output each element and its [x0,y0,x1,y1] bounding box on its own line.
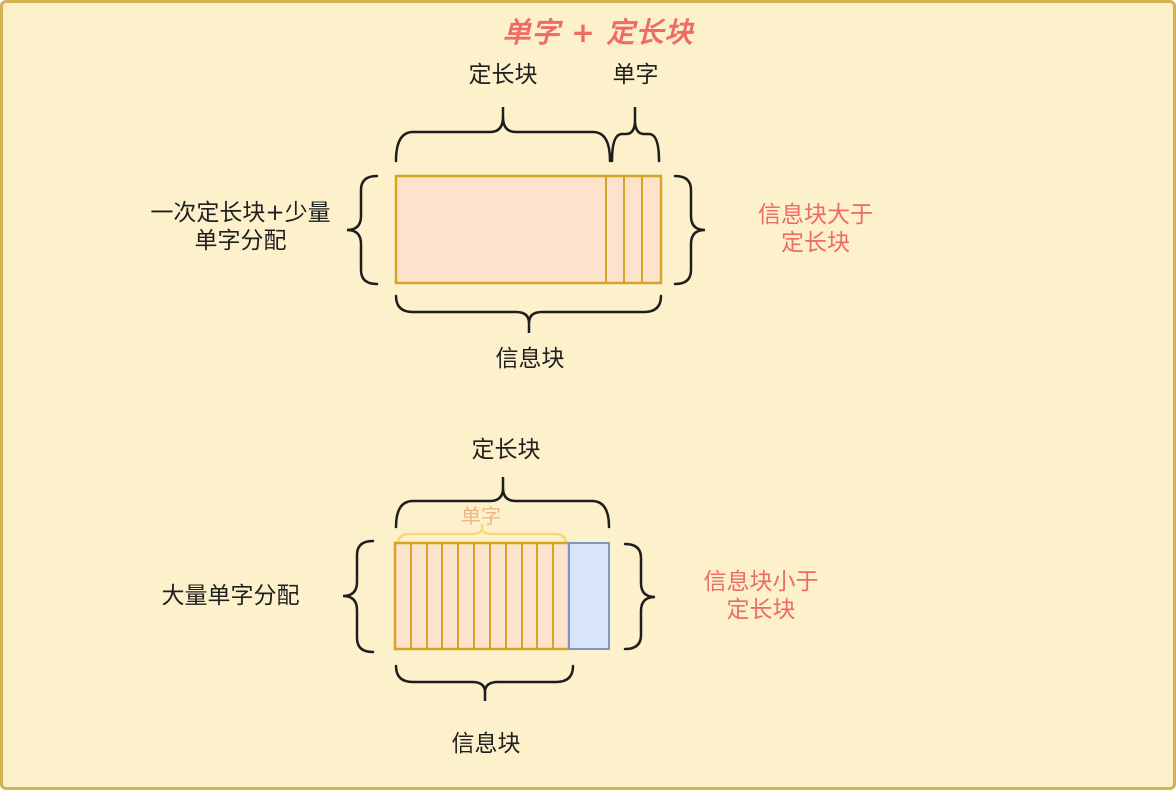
bottom-info-block-label: 信息块 [451,731,521,757]
top-right-brace [673,174,706,286]
bottom-unit-label: 单字 [461,504,501,528]
bottom-fixed-block-label: 定长块 [471,437,541,463]
top-left-brace [346,174,379,286]
top-left-annotation: 一次定长块+少量 单字分配 [108,199,373,255]
bottom-unit-cell-dividers [410,544,554,648]
top-block-rect [394,174,663,285]
top-left-annotation-line2: 单字分配 [194,228,287,254]
bottom-right-annotation-line1: 信息块小于 [703,569,819,595]
bottom-diagram-shapes [342,477,656,701]
top-info-block-brace [394,294,663,333]
top-fixed-block-label: 定长块 [468,62,538,88]
diagram-title: 单字 + 定长块 [502,16,694,49]
top-left-annotation-line1: 一次定长块+少量 [150,200,331,226]
top-diagram-shapes [346,107,706,333]
bottom-right-annotation-line2: 定长块 [726,597,796,623]
bottom-unit-brace [396,524,568,546]
bottom-left-annotation: 大量单字分配 [161,583,300,609]
bottom-info-block-brace [394,664,575,701]
bottom-right-brace [623,542,656,651]
top-right-annotation-line2: 定长块 [781,230,850,256]
top-memory-block [394,174,663,285]
top-right-annotation-line1: 信息块大于 [758,202,873,228]
top-unit-cell-dividers [605,177,643,282]
top-fixed-block-brace [394,107,612,163]
bottom-block-free-rect [568,542,610,650]
diagram-shapes [342,107,706,701]
bottom-block-used-rect [393,541,571,651]
bottom-fixed-block-brace [394,477,611,529]
bottom-left-brace [342,539,375,654]
top-unit-brace [610,107,661,163]
bottom-right-annotation: 信息块小于 定长块 [661,568,861,624]
top-unit-label: 单字 [612,62,659,88]
bottom-memory-block [393,541,610,651]
top-info-block-label: 信息块 [495,346,565,372]
top-right-annotation: 信息块大于 定长块 [713,201,918,257]
